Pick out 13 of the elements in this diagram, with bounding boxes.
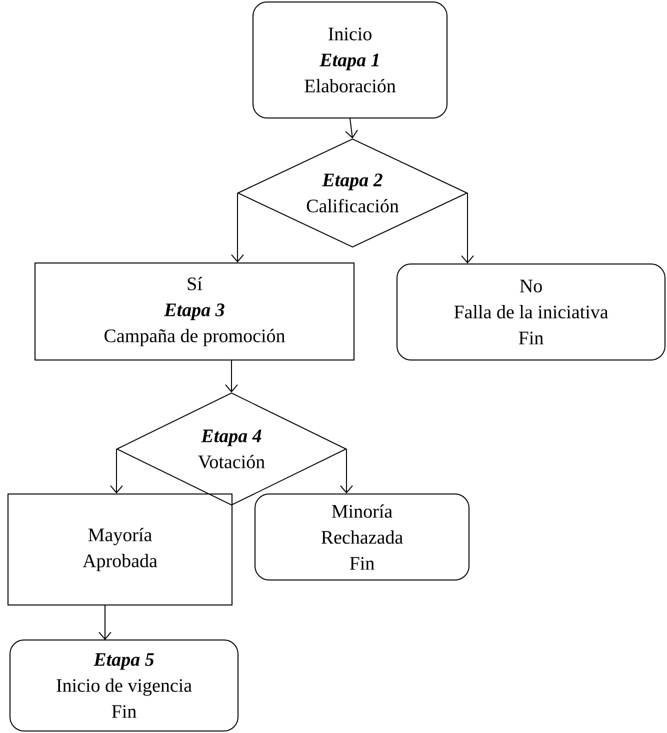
rounded-box: Minoría Rechazada Fin bbox=[254, 494, 470, 580]
process-box: Sí Etapa 3 Campaña de promoción bbox=[34, 262, 354, 360]
arrow bbox=[231, 192, 244, 262]
arrow bbox=[345, 118, 358, 138]
process-box: Mayoría Aprobada bbox=[8, 494, 232, 606]
rounded-box: Etapa 5 Inicio de vigencia Fin bbox=[10, 640, 238, 732]
arrow bbox=[225, 360, 238, 392]
rounded-box: No Falla de la iniciativa Fin bbox=[396, 264, 666, 360]
arrow bbox=[98, 604, 112, 640]
arrow bbox=[110, 448, 123, 494]
rounded-box: Inicio Etapa 1 Elaboración bbox=[252, 2, 448, 118]
arrow bbox=[461, 192, 474, 264]
arrow bbox=[340, 448, 353, 494]
